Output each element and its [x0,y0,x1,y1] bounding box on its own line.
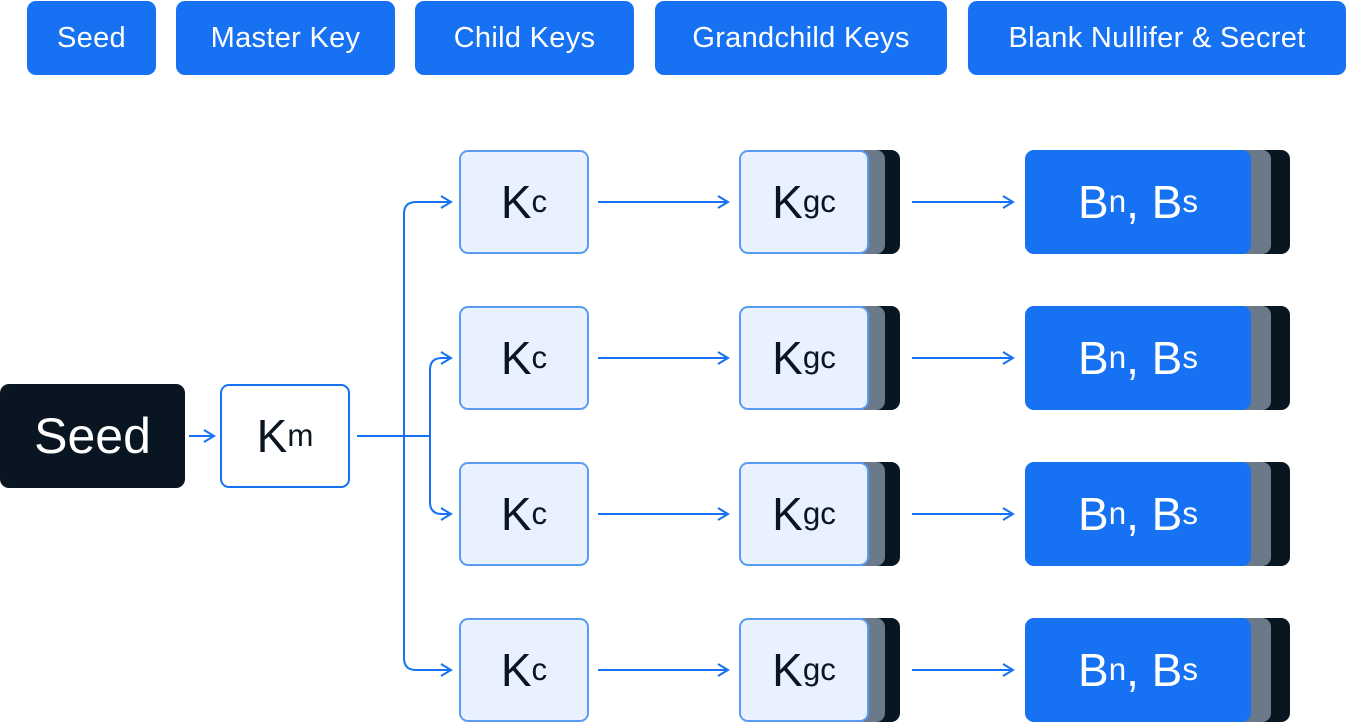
blank-separator: , [1126,176,1152,228]
arrow-master-to-child-1 [403,195,453,437]
header-tab-child-keys[interactable]: Child Keys [415,1,634,75]
child-key-base: K [500,644,532,696]
grandchild-key-base: K [772,488,803,540]
master-key-base: K [256,410,288,462]
header-tab-master-key[interactable]: Master Key [176,1,395,75]
header-tab-label: Grandchild Keys [692,21,910,54]
blank-nullifier-base: B [1078,176,1109,228]
header-tab-label: Blank Nullifer & Secret [1008,21,1306,54]
header-tab-label: Master Key [210,21,361,54]
blank-secret-base: B [1151,488,1183,540]
blank-secret-base: B [1151,332,1183,384]
grandchild-key-base: K [772,332,803,384]
blank-secret-base: B [1151,176,1183,228]
arrow-master-to-child-3 [429,436,453,521]
blank-nullifier-base: B [1078,488,1109,540]
child-key-base: K [500,176,532,228]
seed-node: Seed [0,384,185,488]
blank-separator: , [1126,332,1152,384]
child-key-base: K [500,488,532,540]
grandchild-key-base: K [772,644,803,696]
header-tab-seed[interactable]: Seed [27,1,156,75]
header-tab-label: Child Keys [453,21,596,54]
blank-nullifier-base: B [1078,332,1109,384]
child-key-base: K [500,332,532,384]
arrow-master-to-child-2 [429,351,453,436]
blank-secret-base: B [1151,644,1183,696]
seed-node-label: Seed [34,408,151,464]
header-tab-blank-nullifer-secret[interactable]: Blank Nullifer & Secret [968,1,1346,75]
arrow-master-to-child-4 [403,436,453,677]
blank-separator: , [1126,644,1152,696]
header-tab-grandchild-keys[interactable]: Grandchild Keys [655,1,947,75]
header-tab-label: Seed [57,21,126,54]
blank-nullifier-base: B [1078,644,1109,696]
blank-separator: , [1126,488,1152,540]
grandchild-key-base: K [772,176,803,228]
